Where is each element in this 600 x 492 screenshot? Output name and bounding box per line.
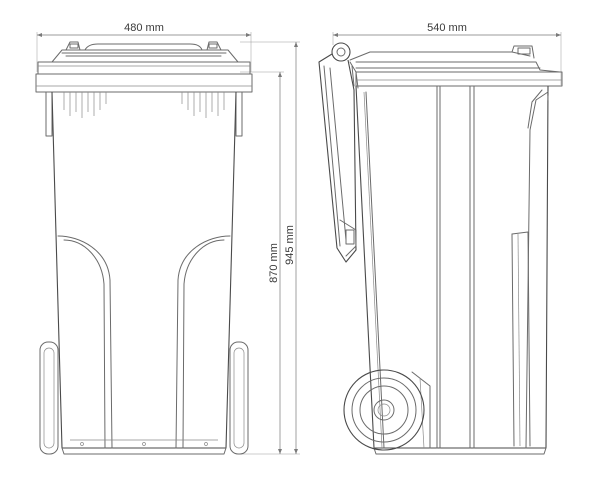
front-rim-ribs: [45, 91, 243, 137]
side-view: [318, 42, 563, 455]
front-width-dimension: 480 mm: [36, 22, 252, 72]
front-view: [35, 41, 253, 455]
body-height-label: 870 mm: [268, 243, 280, 283]
total-height-label: 945 mm: [284, 225, 296, 265]
front-body: [51, 91, 237, 455]
side-body: [355, 85, 549, 455]
side-lid: [349, 45, 563, 87]
front-wheels: [39, 341, 249, 455]
front-lid: [35, 41, 253, 93]
side-depth-dimension: 540 mm: [332, 22, 562, 85]
side-wheel: [343, 369, 425, 451]
body-height-dimension: 870 mm: [240, 71, 300, 455]
side-depth-label: 540 mm: [427, 22, 467, 34]
total-height-dimension: 945 mm: [240, 41, 300, 454]
front-width-label: 480 mm: [124, 22, 164, 34]
side-handle: [318, 42, 359, 263]
